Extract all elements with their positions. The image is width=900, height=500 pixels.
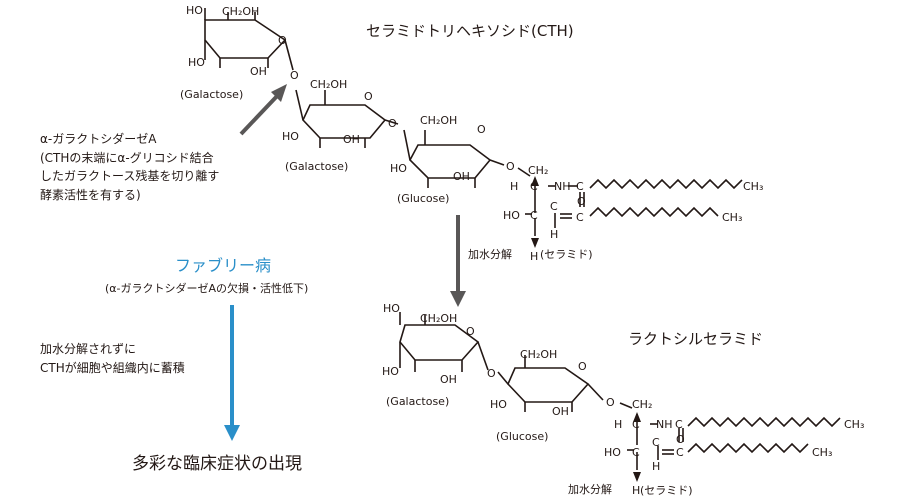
svg-text:O: O — [578, 360, 587, 373]
galactose-label-1: (Galactose) — [180, 88, 244, 101]
svg-text:CH₂OH: CH₂OH — [420, 114, 457, 127]
svg-text:O: O — [290, 69, 299, 82]
enzyme-arrow — [239, 84, 287, 136]
svg-text:O: O — [506, 160, 515, 173]
svg-text:HO: HO — [282, 130, 299, 143]
galactose-label-2: (Galactose) — [285, 160, 349, 173]
svg-text:CH₃: CH₃ — [722, 211, 742, 224]
accumulation-note-line-1: 加水分解されずに — [40, 342, 137, 356]
enzyme-note: α-ガラクトシダーゼA (CTHの末端にα-グリコシド結合 したガラクトース残基… — [40, 130, 219, 204]
svg-text:NH: NH — [656, 418, 673, 431]
svg-text:O: O — [606, 396, 615, 409]
svg-text:CH₂: CH₂ — [632, 398, 652, 411]
svg-text:O: O — [466, 325, 475, 338]
svg-text:H: H — [510, 180, 518, 193]
svg-text:NH: NH — [554, 180, 571, 193]
fabry-title: ファブリー病 — [175, 256, 272, 275]
svg-text:HO: HO — [390, 162, 407, 175]
svg-text:C: C — [530, 209, 538, 222]
enzyme-note-line-1: α-ガラクトシダーゼA — [40, 132, 157, 146]
lactosylceramide-title: ラクトシルセラミド — [628, 330, 764, 348]
svg-text:CH₂: CH₂ — [528, 164, 548, 177]
svg-text:HO: HO — [503, 209, 520, 222]
svg-text:C: C — [675, 418, 683, 431]
hydrolysis-label-bottom: 加水分解 — [568, 483, 612, 496]
hydrolysis-label-top: 加水分解 — [468, 248, 512, 261]
svg-text:C: C — [632, 418, 640, 431]
glucose-label-top: (Glucose) — [397, 192, 450, 205]
svg-text:O: O — [477, 123, 486, 136]
svg-text:HO: HO — [383, 302, 400, 315]
svg-text:HO: HO — [186, 4, 203, 17]
galactose-label-bottom: (Galactose) — [386, 395, 450, 408]
svg-text:O: O — [577, 195, 586, 208]
svg-text:O: O — [487, 367, 496, 380]
svg-text:CH₃: CH₃ — [812, 446, 832, 459]
svg-text:H: H — [550, 228, 558, 241]
svg-text:CH₃: CH₃ — [844, 418, 864, 431]
cth-structure: HO CH₂OH O HO OH O CH₂OH O HO OH O CH₂OH… — [186, 4, 763, 263]
svg-text:C: C — [550, 200, 558, 213]
svg-text:HO: HO — [188, 56, 205, 69]
svg-text:OH: OH — [552, 405, 569, 418]
outcome-label: 多彩な臨床症状の出現 — [132, 454, 302, 474]
svg-text:O: O — [388, 117, 397, 130]
enzyme-note-line-2: (CTHの末端にα-グリコシド結合 — [40, 150, 214, 165]
accumulation-note-line-2: CTHが細胞や組織内に蓄積 — [40, 360, 185, 375]
svg-text:HO: HO — [604, 446, 621, 459]
svg-text:CH₂OH: CH₂OH — [310, 78, 347, 91]
svg-text:C: C — [652, 436, 660, 449]
svg-text:OH: OH — [343, 133, 360, 146]
svg-text:H: H — [614, 418, 622, 431]
svg-text:C: C — [676, 446, 684, 459]
enzyme-note-line-4: 酵素活性を有する) — [40, 187, 141, 202]
svg-text:C: C — [576, 180, 584, 193]
svg-text:O: O — [364, 90, 373, 103]
svg-text:CH₂OH: CH₂OH — [222, 5, 259, 18]
fabry-subtitle: (α-ガラクトシダーゼAの欠損・活性低下) — [105, 282, 309, 295]
ceramide-label-bottom: (セラミド) — [640, 484, 693, 497]
svg-text:C: C — [530, 180, 538, 193]
svg-text:HO: HO — [490, 398, 507, 411]
svg-text:CH₂OH: CH₂OH — [420, 312, 457, 325]
svg-text:O: O — [676, 433, 685, 446]
svg-text:O: O — [278, 34, 287, 47]
svg-text:OH: OH — [440, 373, 457, 386]
ceramide-label-top: (セラミド) — [540, 248, 593, 261]
svg-text:C: C — [576, 211, 584, 224]
svg-text:HO: HO — [382, 365, 399, 378]
svg-text:CH₂OH: CH₂OH — [520, 348, 557, 361]
accumulation-note: 加水分解されずに CTHが細胞や組織内に蓄積 — [40, 340, 185, 377]
svg-text:H: H — [632, 484, 640, 497]
cth-title: セラミドトリヘキソシド(CTH) — [366, 22, 574, 40]
svg-text:H: H — [530, 250, 538, 263]
hydrolysis-arrow — [450, 215, 466, 307]
svg-text:OH: OH — [453, 170, 470, 183]
enzyme-note-line-3: したガラクトース残基を切り離す — [40, 169, 220, 184]
fabry-arrow — [224, 305, 240, 441]
svg-text:H: H — [652, 460, 660, 473]
svg-text:C: C — [632, 446, 640, 459]
glucose-label-bottom: (Glucose) — [496, 430, 549, 443]
svg-text:CH₃: CH₃ — [743, 180, 763, 193]
svg-text:OH: OH — [250, 65, 267, 78]
